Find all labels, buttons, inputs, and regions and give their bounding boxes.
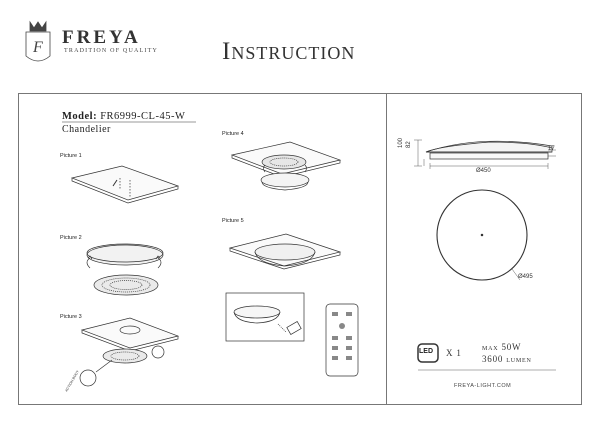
model-label: Model: xyxy=(62,111,98,122)
frame-divider xyxy=(386,93,387,405)
dimension-width: Ø450 xyxy=(476,168,491,174)
spec-power: max 50W xyxy=(482,342,522,352)
svg-text:ACTION BODY: ACTION BODY xyxy=(64,369,80,392)
svg-text:F: F xyxy=(32,39,43,56)
side-profile-drawing xyxy=(414,139,556,169)
picture-5-label: Picture 5 xyxy=(222,218,244,224)
product-type: Chandelier xyxy=(62,124,111,135)
model-line: Model: FR6999-CL-45-W xyxy=(62,111,185,122)
remote-control-icon xyxy=(325,303,359,377)
led-badge-icon xyxy=(417,343,439,363)
picture-3-drawing: ACTION BODY xyxy=(64,317,180,393)
led-count: X 1 xyxy=(446,348,462,358)
spec-lumen: 3600 lumen xyxy=(482,354,532,364)
picture-1-label: Picture 1 xyxy=(60,153,82,159)
content-frame xyxy=(18,93,582,405)
picture-3-label: Picture 3 xyxy=(60,314,82,320)
document-title: Instruction xyxy=(222,38,356,65)
led-badge-label: LED xyxy=(419,348,433,355)
remote-control-drawing xyxy=(225,292,359,377)
brand-name: FREYA xyxy=(62,27,141,48)
freya-logo-emblem: F xyxy=(25,20,51,62)
footer-url: FREYA-LIGHT.COM xyxy=(454,383,512,389)
picture-2-drawing xyxy=(86,243,164,296)
picture-2-label: Picture 2 xyxy=(60,235,82,241)
picture-4-drawing xyxy=(230,141,342,191)
dimension-body-height: 82 xyxy=(406,141,412,148)
dimension-diameter: Ø495 xyxy=(518,274,533,280)
picture-4-label: Picture 4 xyxy=(222,131,244,137)
dimension-edge: 17 xyxy=(548,146,555,152)
brand-tagline: TRADITION OF QUALITY xyxy=(64,48,158,54)
dimension-total-height: 100 xyxy=(398,137,404,148)
picture-5-drawing xyxy=(228,233,342,270)
model-number: FR6999-CL-45-W xyxy=(100,111,186,122)
picture-1-drawing xyxy=(70,165,180,204)
top-view-drawing xyxy=(436,189,528,281)
